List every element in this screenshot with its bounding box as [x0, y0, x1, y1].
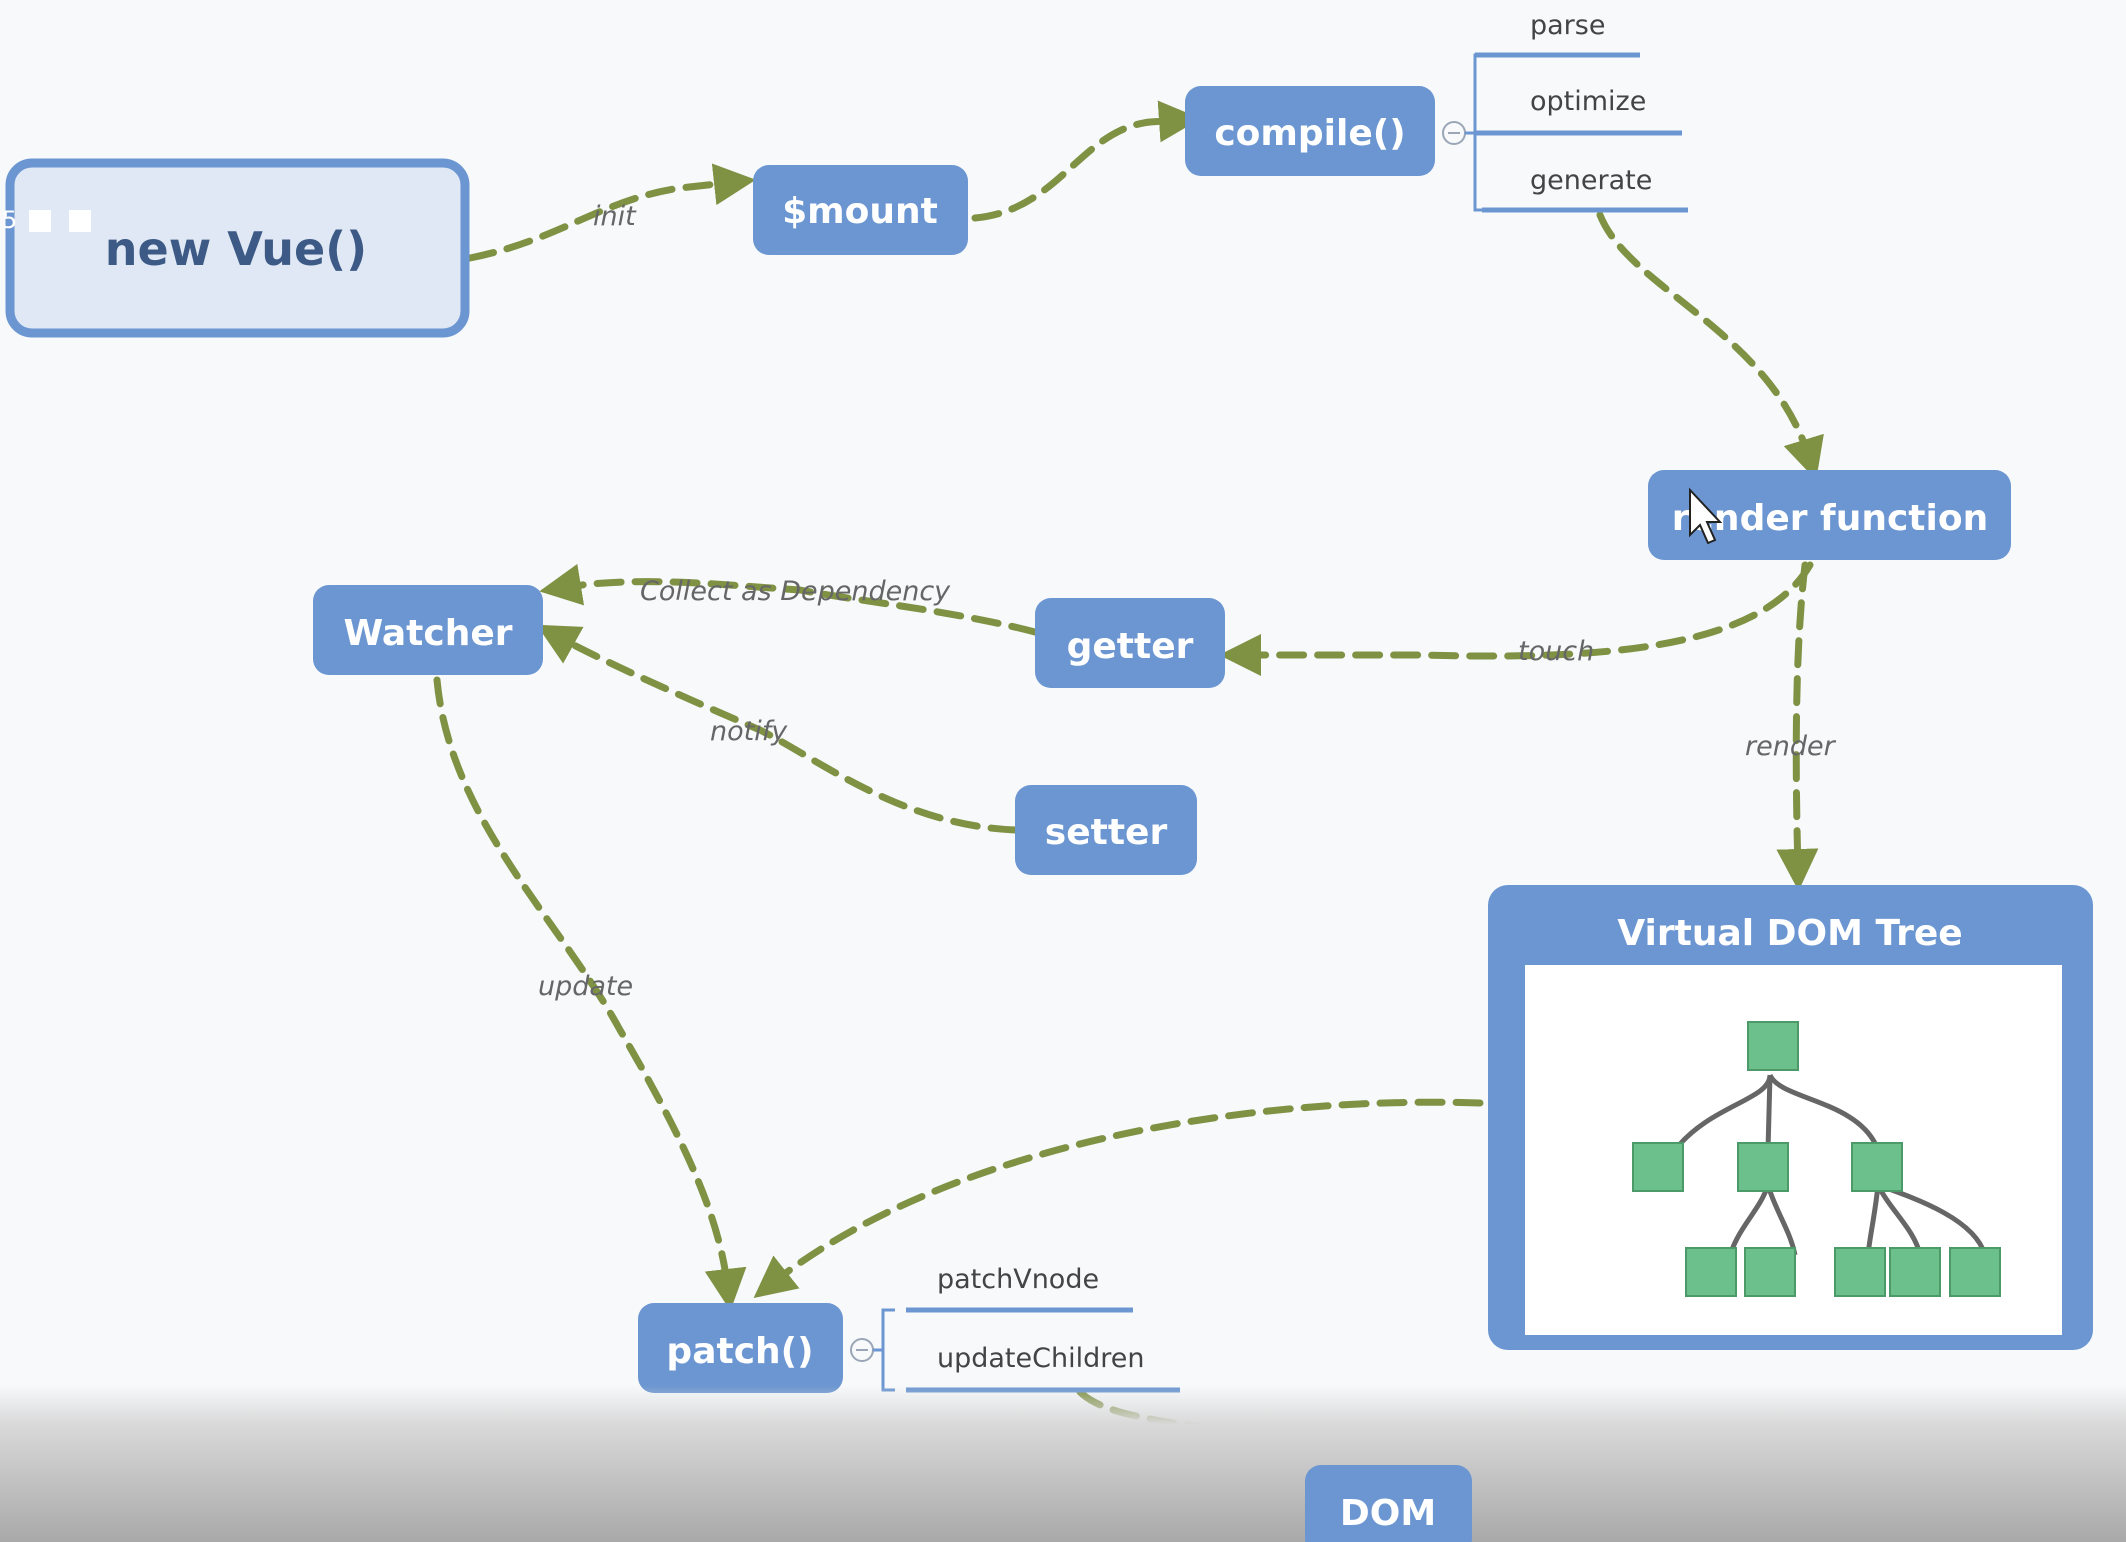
node-patch-label: patch()	[666, 1331, 813, 1372]
node-patch[interactable]: patch()	[638, 1303, 843, 1393]
node-watcher[interactable]: Watcher	[313, 585, 543, 675]
node-compile-label: compile()	[1214, 113, 1405, 154]
node-render-function-label: render function	[1672, 498, 1988, 539]
edge-label-init: init	[593, 201, 637, 232]
mouse-pointer-icon	[1689, 487, 1723, 545]
watermark-text: 5	[2, 206, 20, 234]
node-render-function[interactable]: render function	[1648, 470, 2011, 560]
node-new-vue-label: new Vue()	[105, 222, 367, 276]
branch-optimize: optimize	[1530, 86, 1646, 117]
node-dom-label: DOM	[1340, 1493, 1436, 1534]
edge-label-notify: notify	[710, 716, 788, 747]
node-setter[interactable]: setter	[1015, 785, 1197, 875]
branch-generate: generate	[1530, 165, 1652, 196]
node-new-vue[interactable]: new Vue()	[5, 158, 470, 338]
node-vdom-tree-label: Virtual DOM Tree	[1617, 913, 1962, 954]
edge-label-render: render	[1745, 731, 1837, 762]
node-mount-label: $mount	[782, 191, 938, 232]
node-mount[interactable]: $mount	[753, 165, 968, 255]
compile-branches: parse optimize generate	[1465, 10, 1688, 213]
edge-mount-compile	[971, 100, 1201, 222]
edge-label-update: update	[538, 971, 633, 1002]
node-setter-label: setter	[1045, 812, 1168, 853]
branch-patchvnode: patchVnode	[937, 1264, 1099, 1295]
edge-vdom-patch	[753, 1098, 1484, 1299]
edge-setter-watcher	[536, 624, 1019, 834]
edge-label-collect: Collect as Dependency	[640, 576, 951, 607]
edge-render-vdom	[1776, 561, 1819, 891]
watermark-block	[68, 210, 91, 232]
node-compile[interactable]: compile()	[1185, 86, 1435, 176]
edge-label-touch: touch	[1518, 636, 1594, 667]
edge-watcher-patch	[433, 676, 747, 1311]
branch-parse: parse	[1530, 10, 1605, 41]
edge-getter-watcher	[539, 563, 1039, 636]
branch-updatechildren: updateChildren	[937, 1343, 1144, 1374]
tree-icon	[1632, 1021, 2001, 1297]
node-dom[interactable]: DOM	[1305, 1465, 1472, 1542]
node-getter[interactable]: getter	[1035, 598, 1225, 688]
node-watcher-label: Watcher	[343, 613, 512, 654]
edge-init	[466, 163, 756, 262]
edge-generate-render	[1596, 211, 1824, 481]
watermark-block	[28, 210, 51, 232]
watermark: 5	[2, 206, 99, 234]
edge-render-getter	[1219, 561, 1814, 676]
node-getter-label: getter	[1067, 626, 1194, 667]
bottom-fade-overlay	[0, 1385, 2126, 1542]
